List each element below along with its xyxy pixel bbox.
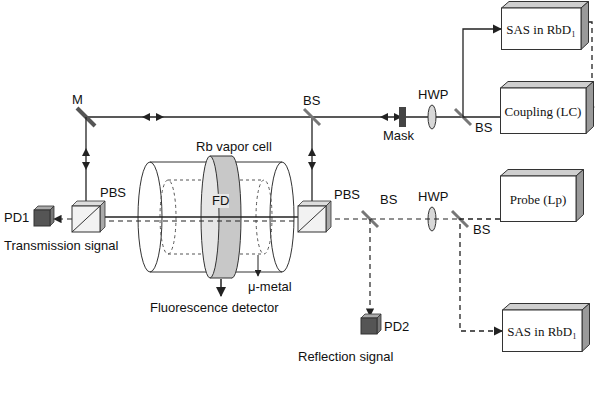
photodiode bbox=[34, 210, 50, 226]
part-label: Fluorescence detector bbox=[150, 301, 279, 315]
box-label: Coupling (LC) bbox=[505, 104, 582, 119]
dashed-beam bbox=[460, 219, 502, 331]
part-label: HWP bbox=[418, 190, 448, 204]
instrument-box: Coupling (LC) bbox=[500, 81, 594, 134]
part-label: Rb vapor cell bbox=[196, 140, 272, 154]
beam-arrows bbox=[82, 148, 90, 170]
polarizing-beam-splitter bbox=[298, 206, 326, 232]
polarizing-beam-splitter bbox=[298, 201, 331, 206]
beam-arrows bbox=[380, 113, 402, 121]
box-side-face bbox=[582, 304, 590, 352]
part-label: PD2 bbox=[384, 320, 409, 334]
box-body: SAS in RbD₁ bbox=[502, 310, 582, 352]
polarizing-beam-splitter bbox=[72, 206, 100, 232]
box-top-face bbox=[503, 304, 590, 311]
instrument-box: SAS in RbD₁ bbox=[502, 303, 590, 352]
box-front-face bbox=[502, 8, 582, 50]
polarizing-beam-splitter bbox=[72, 201, 105, 206]
box-front-face bbox=[503, 310, 583, 352]
instrument-box: Probe (Lp) bbox=[500, 169, 584, 222]
polarizing-beam-splitter bbox=[326, 201, 331, 232]
part-label: Transmission signal bbox=[4, 239, 118, 253]
leader-arrow bbox=[220, 279, 222, 296]
box-side-face bbox=[581, 2, 589, 50]
photodiode bbox=[377, 314, 381, 334]
part-label: μ-metal bbox=[248, 280, 292, 294]
part-label: FD bbox=[212, 194, 229, 208]
beam-splitter bbox=[304, 109, 320, 125]
part-label: PBS bbox=[100, 186, 126, 200]
half-wave-plate bbox=[428, 105, 436, 129]
box-label: SAS in RbD₁ bbox=[506, 22, 576, 37]
beam-arrows bbox=[308, 148, 316, 170]
probe-beam bbox=[100, 220, 298, 221]
box-label: SAS in RbD₁ bbox=[507, 324, 577, 339]
box-top-face bbox=[501, 82, 594, 89]
mask bbox=[399, 107, 406, 127]
polarizing-beam-splitter bbox=[100, 201, 105, 232]
part-label: BS bbox=[380, 193, 397, 207]
part-label: HWP bbox=[418, 88, 448, 102]
coupling-beam bbox=[311, 117, 312, 206]
part-label: M bbox=[72, 93, 83, 107]
box-top-face bbox=[501, 170, 584, 177]
polarizing-beam-splitter bbox=[72, 206, 100, 232]
box-body: Probe (Lp) bbox=[500, 176, 576, 222]
probe-beam bbox=[326, 218, 460, 219]
box-side-face bbox=[586, 82, 594, 134]
photodiode bbox=[361, 318, 377, 334]
part-label: BS bbox=[303, 94, 320, 108]
box-side-face bbox=[576, 170, 584, 222]
box-top-face bbox=[502, 2, 589, 9]
laser-beam bbox=[463, 29, 501, 117]
box-front-face bbox=[501, 176, 577, 222]
part-label: Reflection signal bbox=[298, 350, 393, 364]
coupling-beam bbox=[100, 216, 298, 217]
beam-arrows bbox=[142, 113, 164, 121]
part-label: BS bbox=[473, 223, 490, 237]
fluorescence-detector bbox=[210, 278, 232, 279]
part-label: Mask bbox=[383, 129, 414, 143]
transmission-beam bbox=[54, 218, 72, 219]
box-label: Probe (Lp) bbox=[510, 192, 567, 207]
box-body: Coupling (LC) bbox=[500, 88, 586, 134]
polarizing-beam-splitter bbox=[298, 206, 326, 232]
box-body: SAS in RbD₁ bbox=[501, 8, 581, 50]
fluorescence-detector bbox=[210, 156, 232, 157]
part-label: PD1 bbox=[4, 211, 29, 225]
instrument-box: SAS in RbD₁ bbox=[501, 1, 589, 50]
reflection-beam bbox=[369, 219, 370, 316]
part-label: PBS bbox=[334, 188, 360, 202]
box-front-face bbox=[501, 88, 587, 134]
leader-arrow bbox=[258, 255, 259, 276]
part-label: BS bbox=[475, 121, 492, 135]
photodiode bbox=[50, 206, 54, 226]
coupling-beam bbox=[85, 117, 86, 206]
